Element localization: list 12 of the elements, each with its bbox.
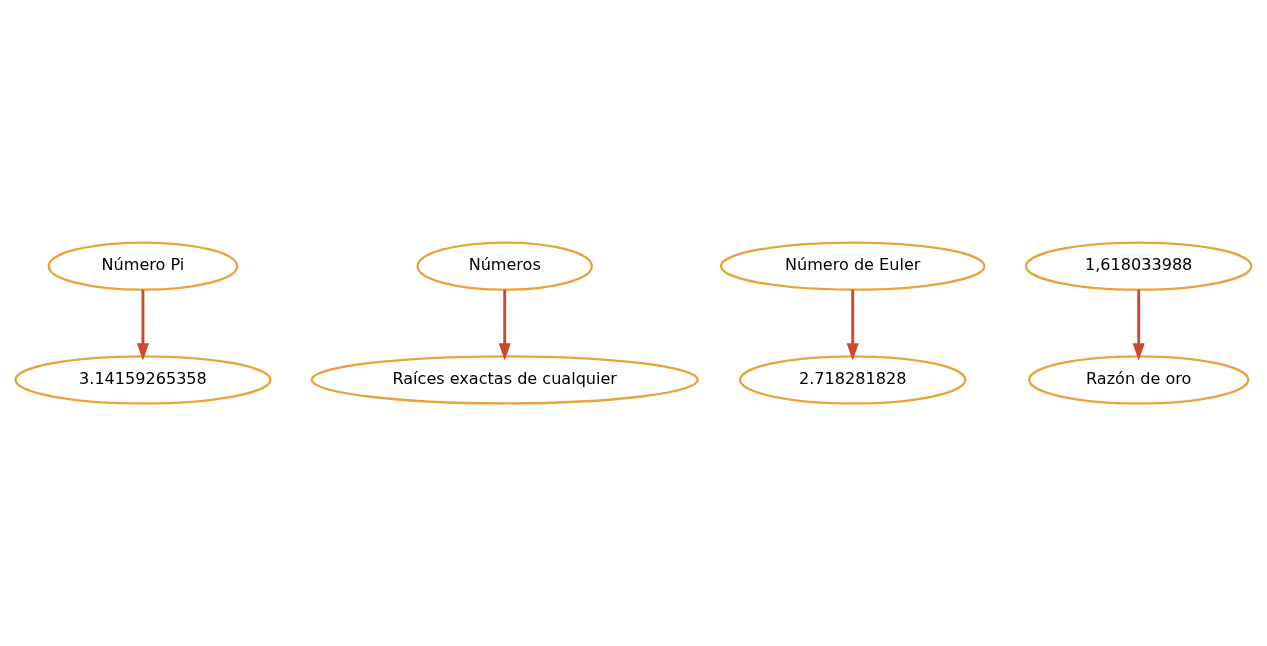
arrow xyxy=(1132,289,1145,361)
node-ellipse: Raíces exactas de cualquier xyxy=(310,355,699,405)
arrow xyxy=(498,289,511,361)
arrow xyxy=(846,289,859,361)
node-ellipse: Números xyxy=(416,241,593,291)
arrow xyxy=(136,289,149,361)
node-ellipse: 2.718281828 xyxy=(738,355,967,405)
node-ellipse: Número de Euler xyxy=(719,241,986,291)
node-ellipse: 3.14159265358 xyxy=(14,355,272,405)
node-ellipse: Número Pi xyxy=(47,241,239,291)
node-ellipse: 1,618033988 xyxy=(1024,241,1253,291)
node-ellipse: Razón de oro xyxy=(1027,355,1250,405)
